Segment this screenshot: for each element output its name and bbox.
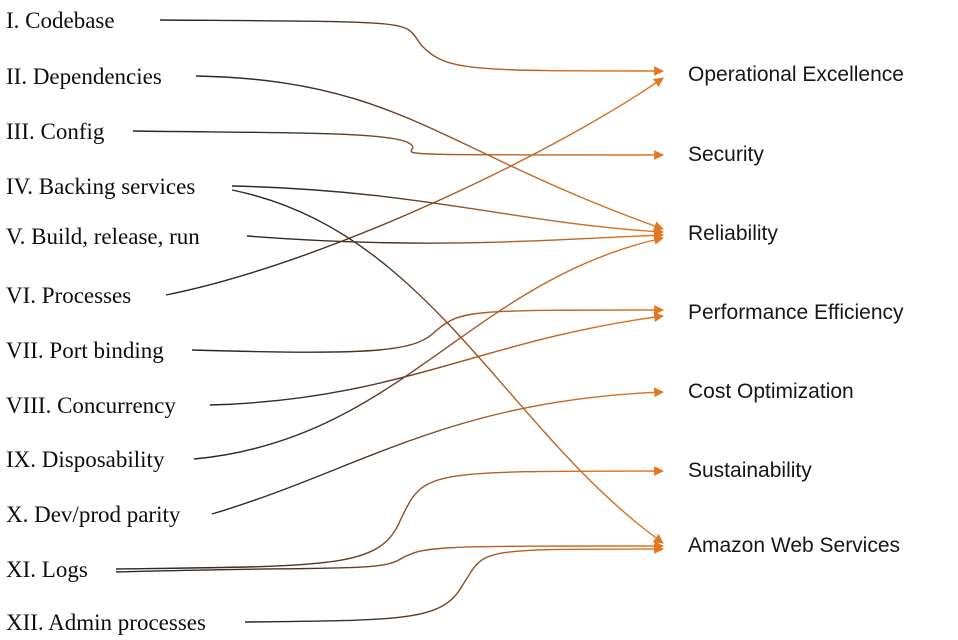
target-label-p6: Sustainability [688, 459, 812, 482]
target-label-p3: Reliability [688, 222, 778, 245]
edge-group [115, 19, 664, 623]
source-label-f6: VI. Processes [6, 283, 132, 308]
source-label-f9: IX. Disposability [6, 447, 165, 472]
edge-f9-to-p3 [193, 235, 664, 460]
source-label-f8: VIII. Concurrency [6, 393, 176, 418]
edge-f4-to-p7 [231, 189, 664, 544]
target-label-p4: Performance Efficiency [688, 301, 904, 324]
source-label-f10: X. Dev/prod parity [6, 502, 181, 527]
source-label-f4: IV. Backing services [6, 174, 196, 199]
edge-f3-to-p2 [132, 130, 664, 160]
edge-f12-to-p7 [244, 544, 664, 623]
edge-f4-to-p3 [231, 185, 664, 237]
edge-f7-to-p4 [191, 305, 664, 353]
source-label-f3: III. Config [6, 119, 105, 144]
target-label-p2: Security [688, 143, 764, 166]
edge-f2-to-p3 [195, 75, 664, 231]
edge-f11-to-p7 [115, 541, 664, 573]
edge-f1-to-p1 [159, 19, 664, 76]
target-label-p1: Operational Excellence [688, 63, 904, 86]
edge-f11-to-p6 [115, 466, 664, 570]
source-label-f7: VII. Port binding [6, 338, 164, 363]
edge-f5-to-p3 [246, 230, 664, 244]
edge-f10-to-p5 [211, 387, 664, 515]
edge-f6-to-p1 [165, 77, 664, 296]
source-label-f2: II. Dependencies [6, 64, 162, 89]
target-label-p5: Cost Optimization [688, 380, 854, 403]
edge-f8-to-p4 [209, 312, 664, 406]
source-label-f12: XII. Admin processes [6, 610, 206, 635]
source-label-f5: V. Build, release, run [6, 224, 200, 249]
source-label-f11: XI. Logs [6, 557, 88, 582]
target-label-p7: Amazon Web Services [688, 534, 901, 557]
source-label-f1: I. Codebase [6, 8, 115, 33]
